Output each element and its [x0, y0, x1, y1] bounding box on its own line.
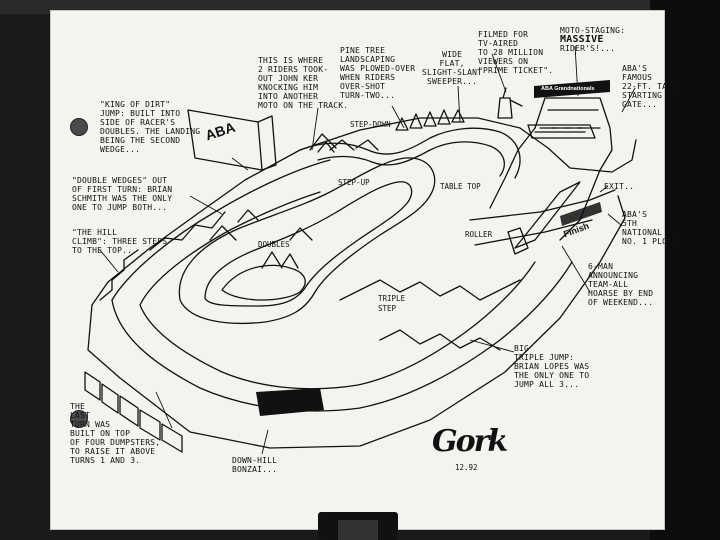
binder-hole-bottom [70, 410, 88, 428]
note-aba-famous: ABA's famous 22-ft. tall starting gate..… [622, 64, 678, 109]
note-double-wedges: "Double wedges" out of first turn: Brian… [72, 176, 173, 212]
gt-banner: GT [267, 392, 284, 406]
note-aba-national: ABA's 5th national no. 1 plops. [622, 210, 683, 246]
track-label-table-top: Table top [440, 182, 481, 191]
note-big-triple: Big triple jump: Brian Lopes was the onl… [514, 344, 590, 389]
clipboard-clip-inner [338, 520, 378, 540]
note-moto-staging: Moto-staging: Massive rider's!... [560, 26, 626, 53]
note-pine-tree: Pine tree landscaping was plowed-over wh… [340, 46, 416, 100]
grandnationals-banner: ABA Grandnationals [541, 86, 595, 92]
note-exit: Exit.. [604, 182, 635, 191]
note-filmed-for-tv: Filmed for TV-aired to 28 million viewer… [478, 30, 554, 75]
paper-sheet [50, 10, 665, 530]
track-label-step-up: Step-up [338, 178, 370, 187]
note-announcing-team: 6-man announcing team-all hoarse by end … [588, 262, 654, 307]
track-label-triple-step: Triple step [378, 294, 406, 313]
note-king-of-dirt: "King of dirt" jump: built into side of … [100, 100, 201, 154]
artist-signature: Gork [432, 424, 508, 459]
note-two-riders: This is where 2 riders took- out John Ke… [258, 56, 349, 110]
note-down-hill: Down-hill Bonzai... [232, 456, 278, 474]
signature-date: 12.92 [455, 463, 478, 472]
note-last-turn: The last turn was built on top of four d… [70, 402, 161, 465]
note-hill-climb: "The hill climb": three steps to the top… [72, 228, 168, 255]
binder-hole-top [70, 118, 88, 136]
track-label-roller: Roller [465, 230, 493, 239]
track-label-doubles: Doubles [258, 240, 290, 249]
track-label-step-down: Step-down [350, 120, 391, 129]
note-wide-flat: Wide flat, slight-slant sweeper... [422, 50, 483, 86]
